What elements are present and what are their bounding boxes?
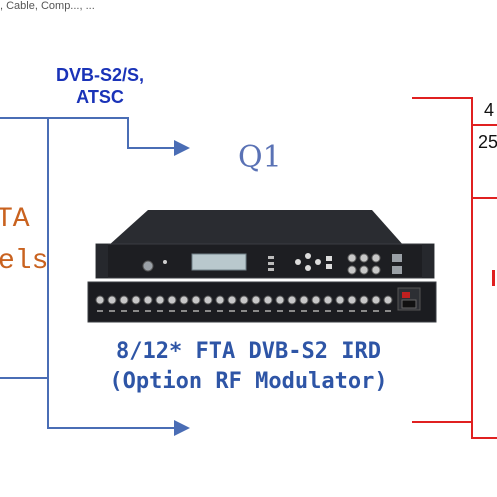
bnc-connector — [383, 295, 393, 305]
bnc-connector — [119, 295, 129, 305]
bnc-connector — [371, 295, 381, 305]
bnc-connector — [131, 295, 141, 305]
bnc-label — [181, 310, 187, 312]
bnc-label — [265, 310, 271, 312]
bnc-connector — [287, 295, 297, 305]
input-label-line1: DVB-S2/S, — [55, 65, 145, 85]
bnc-label — [361, 310, 367, 312]
bnc-connector — [347, 295, 357, 305]
bnc-label — [313, 310, 319, 312]
bnc-label — [253, 310, 259, 312]
bnc-connector — [95, 295, 105, 305]
bnc-label — [133, 310, 139, 312]
bnc-connector — [191, 295, 201, 305]
input-arrow-bottom — [47, 378, 190, 436]
bnc-label — [217, 310, 223, 312]
output-connector-top — [412, 97, 497, 439]
top-fragment-text: , Cable, Comp..., ... — [0, 0, 95, 12]
bnc-label — [301, 310, 307, 312]
bnc-connector — [203, 295, 213, 305]
bnc-connector — [359, 295, 369, 305]
front-connectors — [347, 253, 381, 275]
right-label-line1: 4 — [484, 100, 495, 120]
bnc-label — [109, 310, 115, 312]
bnc-connector — [155, 295, 165, 305]
bnc-label — [277, 310, 283, 312]
bnc-label — [337, 310, 343, 312]
device-top-surface — [108, 210, 404, 246]
lcd-display — [191, 253, 247, 271]
bnc-label — [145, 310, 151, 312]
left-label-line1: TA — [0, 204, 30, 235]
rear-bnc-connectors — [95, 295, 393, 312]
bnc-connector — [263, 295, 273, 305]
bnc-connector — [239, 295, 249, 305]
bnc-label — [289, 310, 295, 312]
power-knob — [142, 260, 154, 272]
bnc-label — [205, 310, 211, 312]
power-switch — [402, 292, 410, 298]
bnc-connector — [227, 295, 237, 305]
bnc-connector — [167, 295, 177, 305]
right-label-line2: 25 — [478, 132, 497, 152]
ethernet-port — [392, 254, 402, 262]
bnc-label — [373, 310, 379, 312]
bnc-connector — [275, 295, 285, 305]
status-leds — [268, 256, 274, 259]
output-tick — [492, 270, 495, 286]
bnc-connector — [179, 295, 189, 305]
bnc-label — [97, 310, 103, 312]
input-arrow-top — [48, 117, 190, 156]
rack-ear-right — [422, 244, 434, 278]
input-connector-top — [0, 117, 49, 379]
bnc-label — [385, 310, 391, 312]
left-label-line2: els — [0, 246, 49, 277]
caption-line2: (Option RF Modulator) — [109, 369, 388, 394]
bnc-connector — [107, 295, 117, 305]
bnc-connector — [311, 295, 321, 305]
keypad — [295, 259, 301, 265]
bnc-connector — [299, 295, 309, 305]
input-label: DVB-S2/S, ATSC — [30, 64, 170, 108]
bnc-label — [193, 310, 199, 312]
input-label-line2: ATSC — [76, 87, 124, 107]
caption-line1: 8/12* FTA DVB-S2 IRD — [116, 339, 381, 364]
bnc-label — [157, 310, 163, 312]
bnc-connector — [215, 295, 225, 305]
bnc-label — [349, 310, 355, 312]
bnc-label — [229, 310, 235, 312]
power-socket — [401, 299, 417, 309]
bnc-connector — [335, 295, 345, 305]
bnc-label — [241, 310, 247, 312]
bnc-label — [121, 310, 127, 312]
bnc-connector — [143, 295, 153, 305]
bnc-connector — [323, 295, 333, 305]
rack-ear-left — [96, 244, 108, 278]
center-label: Q1 — [238, 140, 282, 175]
led-indicator — [163, 260, 167, 264]
device-rear-panel — [87, 281, 437, 323]
bnc-label — [169, 310, 175, 312]
bnc-label — [325, 310, 331, 312]
bnc-connector — [251, 295, 261, 305]
